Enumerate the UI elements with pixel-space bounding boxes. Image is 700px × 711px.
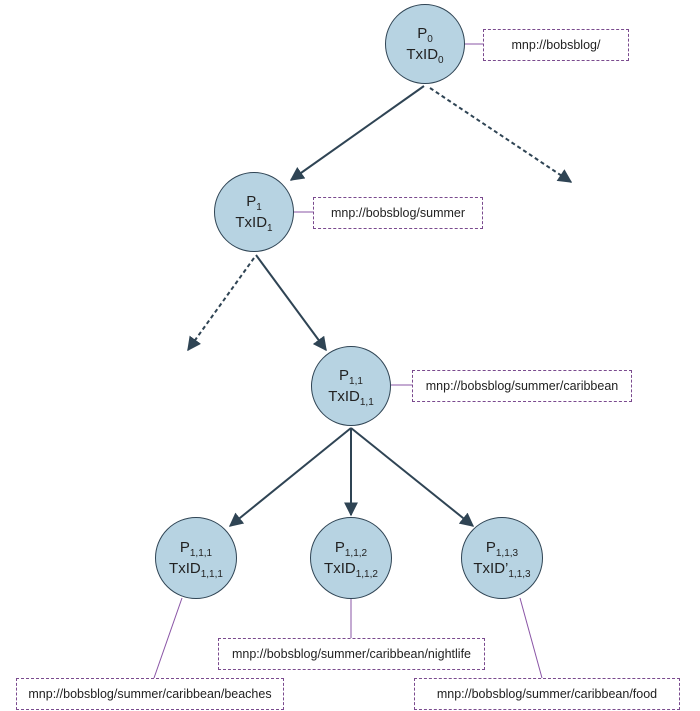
url-label-p112: mnp://bobsblog/summer/caribbean/nightlif…	[218, 638, 485, 670]
edge-p1-p11	[255, 254, 327, 352]
node-p1: P1 TxID1	[214, 172, 294, 252]
node-p0-name: P0	[417, 25, 433, 45]
url-label-p111: mnp://bobsblog/summer/caribbean/beaches	[16, 678, 284, 710]
node-p11-txid: TxID1,1	[328, 388, 374, 408]
edge-p1-dashed	[187, 257, 255, 352]
node-p1-txid: TxID1	[235, 214, 273, 234]
edge-p11-p111	[228, 427, 352, 527]
node-p112-txid: TxID1,1,2	[324, 560, 378, 580]
connector-p113	[519, 597, 543, 679]
node-p11-name: P1,1	[339, 367, 363, 387]
node-p113-txid: TxID’1,1,3	[473, 560, 531, 580]
edge-p0-dashed	[429, 87, 573, 183]
node-p111: P1,1,1 TxID1,1,1	[155, 517, 237, 599]
edge-p0-p1	[289, 85, 425, 181]
url-label-p0: mnp://bobsblog/	[483, 29, 629, 61]
node-p111-name: P1,1,1	[179, 539, 213, 559]
node-p111-txid: TxID1,1,1	[169, 560, 223, 580]
url-label-p11: mnp://bobsblog/summer/caribbean	[412, 370, 632, 402]
url-label-p113: mnp://bobsblog/summer/caribbean/food	[414, 678, 680, 710]
node-p1-name: P1	[246, 193, 262, 213]
node-p0-txid: TxID0	[406, 46, 444, 66]
connector-p111	[153, 597, 183, 679]
url-label-p1: mnp://bobsblog/summer	[313, 197, 483, 229]
node-p113: P1,1,3 TxID’1,1,3	[461, 517, 543, 599]
node-p112-name: P1,1,2	[334, 539, 368, 559]
node-p113-name: P1,1,3	[485, 539, 519, 559]
edge-p11-p113	[350, 427, 475, 527]
node-p0: P0 TxID0	[385, 4, 465, 84]
node-p112: P1,1,2 TxID1,1,2	[310, 517, 392, 599]
node-p11: P1,1 TxID1,1	[311, 346, 391, 426]
